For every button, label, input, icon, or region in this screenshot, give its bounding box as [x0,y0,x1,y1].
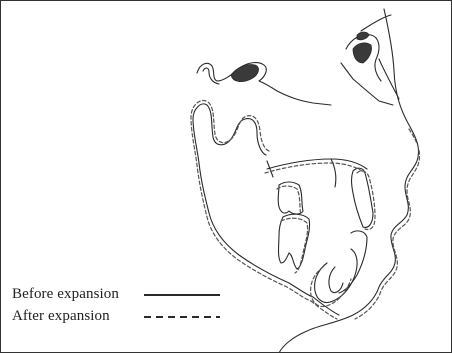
mandible-outline [193,104,313,297]
legend-label-before: Before expansion [12,286,119,303]
soft-tissue-profile [279,9,419,352]
legend-label-after: After expansion [12,308,110,325]
palatal-connection-line [341,63,393,105]
legend-entry-before: Before expansion [12,285,252,307]
legend: Before expansion After expansion [12,285,252,333]
dashed-line-icon [144,313,220,321]
nasal-cavity-fill [357,32,369,40]
throat-outline-after [311,301,337,319]
sella-inner-outline [203,68,219,84]
dark-anatomy-fills [231,32,372,82]
lower-molar-outline [279,214,310,269]
symphysis-outline [315,249,357,303]
soft-tissue-profile-after [355,129,420,319]
sphenoid-sinus-fill [231,64,258,81]
solid-line-icon [144,291,220,299]
palatal-plane-outline-after [265,163,365,173]
symphysis-inner-outline [329,267,343,293]
legend-entry-after: After expansion [12,307,252,329]
mandible-outline-after [191,100,311,301]
frontal-sinus-fill [353,43,372,63]
upper-incisor-outline [352,168,374,227]
palatal-plane-outline [267,159,367,169]
